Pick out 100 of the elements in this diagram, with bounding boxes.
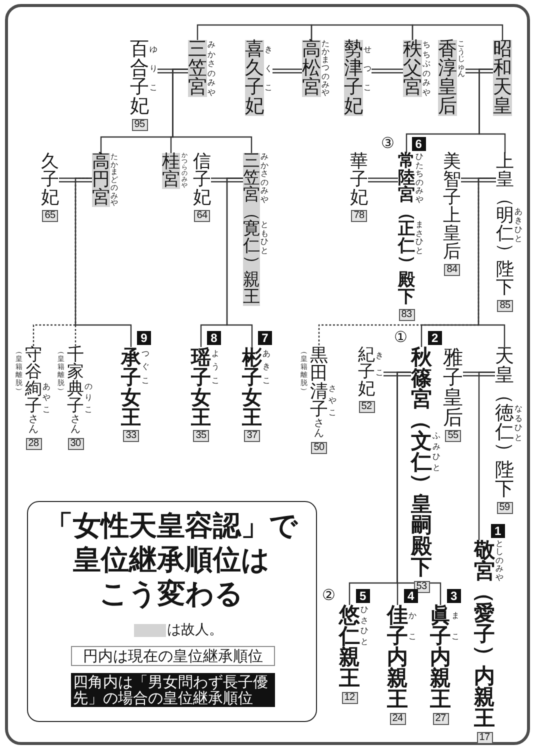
person-name: 黒田清子さん — [310, 347, 328, 439]
furigana: まこ — [452, 610, 460, 643]
sibling-line — [310, 24, 414, 40]
person-name: 秋篠宮（文仁）皇嗣殿下 — [411, 347, 432, 578]
furigana: ちちぶのみや — [422, 40, 430, 97]
person-name: 百合子妃 — [130, 40, 149, 116]
furigana: としのみや — [496, 540, 504, 582]
dotted-descent-line — [318, 178, 496, 347]
descent-line — [406, 68, 493, 153]
rank-badge: 2 — [428, 331, 442, 345]
marriage-line — [462, 372, 496, 376]
age-tag: 64 — [194, 210, 210, 222]
rank-badge: 3 — [446, 589, 461, 603]
marriage-line — [210, 178, 244, 182]
age-tag: 33 — [123, 430, 139, 442]
person-name: 勢津子妃 — [344, 40, 363, 116]
marriage-line — [156, 68, 189, 74]
person-name: 紀子妃 — [358, 347, 375, 398]
age-tag: 65 — [42, 210, 58, 222]
person-name: 悠仁親王 — [339, 605, 360, 689]
person-name: 天皇（徳仁）陛下 — [495, 347, 514, 499]
person-name: 彬子女王 — [242, 347, 262, 427]
descent-line — [420, 178, 496, 347]
rank-badge: 8 — [207, 331, 221, 345]
age-tag: 84 — [444, 264, 460, 276]
marriage-line — [272, 68, 303, 74]
age-tag: 27 — [432, 713, 448, 725]
furigana: あきひと — [514, 207, 522, 243]
person-name: 上皇（明仁）陛下 — [496, 153, 514, 297]
furigana: たかまつのみや — [322, 40, 330, 97]
age-tag: 30 — [68, 438, 84, 450]
marriage-line — [367, 178, 399, 182]
furigana: みかさのみや — [260, 153, 268, 204]
age-tag: 52 — [358, 401, 374, 413]
descent-line — [74, 178, 132, 347]
person-name: 香淳皇后 — [438, 40, 457, 116]
diagram-title: 「女性天皇容認」で皇位継承順位はこう変わる — [44, 509, 299, 611]
descent-line — [100, 68, 188, 153]
person-name: 三笠宮（寛仁）親王 — [243, 153, 260, 306]
person-name: 美智子上皇后 — [443, 153, 461, 261]
person-name: 昭和天皇 — [493, 40, 512, 116]
person-name: 三笠宮 — [188, 40, 207, 97]
circled-number: ① — [394, 330, 408, 345]
furigana: ともひと — [260, 221, 268, 255]
person-name: 守谷絢子さん — [25, 347, 42, 435]
person-name: 桂宮 — [162, 153, 180, 189]
rank-badge: 9 — [137, 331, 151, 345]
person-name: 華子妃 — [350, 153, 368, 207]
furigana: あやこ — [42, 381, 50, 415]
person-name: 千家典子さん — [67, 347, 84, 435]
person-name: 久子妃 — [41, 153, 59, 207]
furigana: せつこ — [364, 44, 372, 94]
person-name: 佳子内親王 — [387, 605, 408, 710]
age-tag: 12 — [342, 692, 358, 704]
furigana: のりこ — [84, 381, 92, 415]
person-name: 信子妃 — [193, 153, 211, 207]
descent-line — [200, 178, 243, 347]
person-name: 雅子皇后 — [443, 347, 463, 427]
rank-badge: 6 — [412, 137, 426, 151]
furigana: ようこ — [212, 348, 220, 387]
descent-line — [348, 372, 411, 605]
age-tag: 85 — [497, 300, 513, 312]
descent-line — [478, 372, 495, 540]
furigana: さやこ — [328, 383, 336, 419]
age-tag: 95 — [132, 119, 148, 131]
furigana: ひさひと — [360, 605, 368, 647]
furigana: あきこ — [262, 348, 270, 387]
legend-text: は故人。 — [167, 622, 223, 638]
furigana: みかさのみや — [208, 40, 216, 97]
sibling-line — [412, 24, 504, 40]
person-name: 瑶子女王 — [191, 347, 211, 427]
furigana: かこ — [408, 610, 416, 643]
rank-badge: 7 — [258, 331, 272, 345]
person-name: 喜久子妃 — [245, 40, 264, 116]
furigana: きくこ — [264, 44, 272, 94]
marriage-line — [370, 68, 404, 74]
furigana: ひたちのみや — [416, 153, 424, 204]
age-tag: 55 — [445, 430, 461, 442]
marriage-line — [58, 178, 93, 182]
furigana: きこ — [376, 350, 384, 379]
furigana: ふみひと — [432, 431, 440, 473]
rank-badge: 1 — [490, 524, 505, 538]
furigana: つぐこ — [142, 348, 150, 387]
age-tag: 78 — [351, 210, 367, 222]
age-tag: 50 — [311, 442, 327, 454]
person-name: 承子女王 — [121, 347, 141, 427]
age-tag: 83 — [398, 309, 414, 321]
furigana: ゆりこ — [150, 44, 158, 94]
age-tag: 35 — [193, 430, 209, 442]
age-tag: 37 — [244, 430, 260, 442]
furigana: まさひと — [416, 221, 424, 255]
note-label: 円内は現在の皇位継承順位 — [71, 646, 275, 666]
circled-number: ③ — [381, 136, 394, 151]
rank-badge: 4 — [404, 589, 418, 603]
person-name: 敬宮（愛子）内親王 — [474, 540, 495, 729]
age-tag: 59 — [496, 502, 512, 514]
person-name: 眞子内親王 — [430, 605, 451, 710]
dotted-descent-line — [32, 178, 92, 347]
note-label: 四角内は「男女問わず長子優先」の場合の皇位継承順位 — [71, 673, 275, 707]
person-name: 高円宮 — [92, 153, 110, 207]
